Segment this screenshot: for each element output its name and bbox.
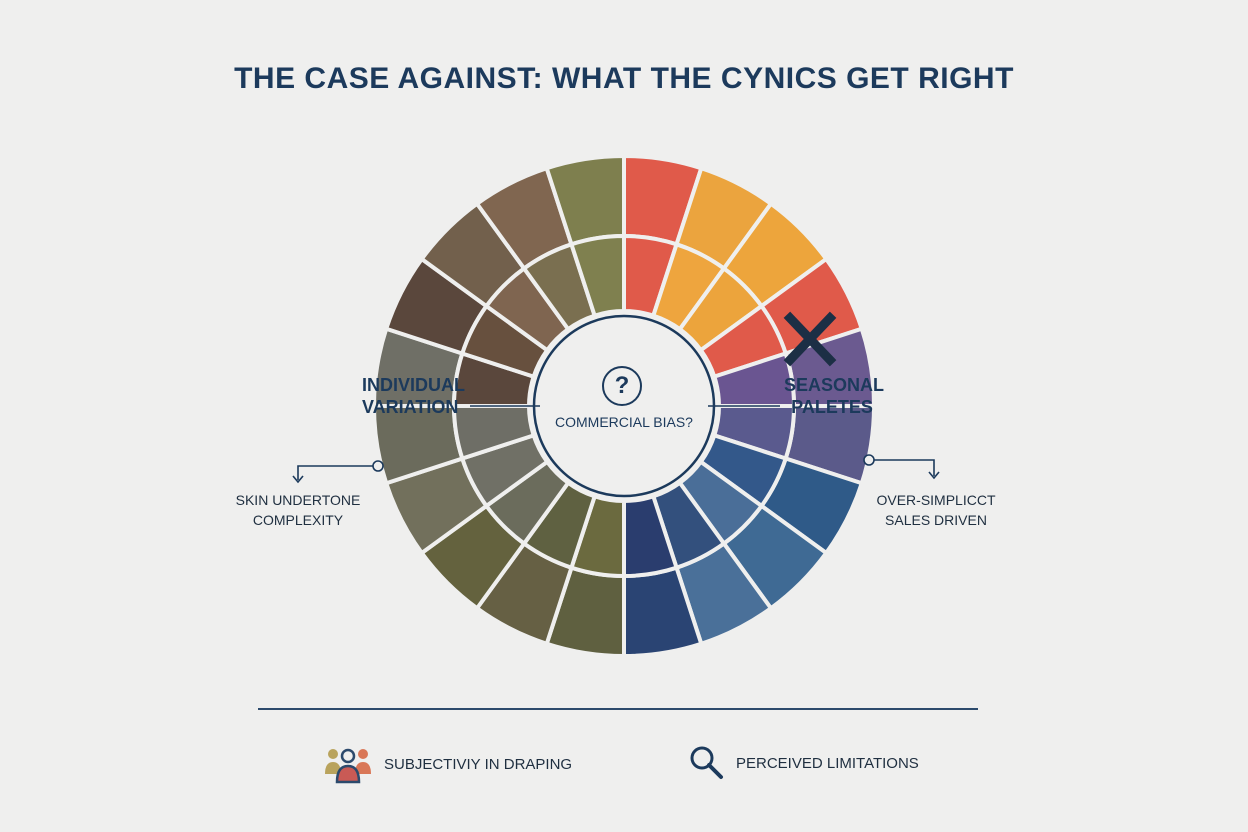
people-icon [325, 748, 371, 784]
footer-label-limitations: PERCEIVED LIMITATIONS [736, 754, 919, 772]
outer-ring [371, 153, 877, 659]
footer-divider [258, 708, 978, 710]
question-icon: ? [602, 366, 642, 406]
connector-right-sub [874, 459, 935, 476]
magnifier-icon [690, 746, 723, 779]
footer-item-subjectivity: SUBJECTIVIY IN DRAPING [322, 744, 572, 784]
center-circle [532, 314, 716, 498]
inner-segment-20 [568, 233, 626, 319]
center-label: COMMERCIAL BIAS? [555, 414, 693, 430]
connector-lines [292, 405, 940, 484]
connector-dot-right [863, 454, 875, 466]
connector-left-sub [297, 465, 374, 480]
footer-label-subjectivity: SUBJECTIVIY IN DRAPING [384, 755, 573, 773]
label-individual-variation: INDIVIDUAL VARIATION [362, 375, 465, 417]
connector-dot-left [372, 460, 384, 472]
page-title: THE CASE AGAINST: WHAT THE CYNICS GET RI… [234, 62, 1014, 95]
arrowhead-left [292, 475, 304, 484]
footer-item-limitations: PERCEIVED LIMITATIONS [688, 744, 919, 782]
arrowhead-right [928, 471, 940, 480]
label-seasonal-palettes: SEASONAL PALETES [784, 375, 885, 417]
inner-ring [451, 233, 797, 579]
x-mark-icon [783, 311, 837, 367]
label-skin-undertone: SKIN UNDERTONE COMPLEXITY [235, 492, 361, 528]
label-over-simplified: OVER-SIMPLICCT SALES DRIVEN [876, 492, 996, 528]
